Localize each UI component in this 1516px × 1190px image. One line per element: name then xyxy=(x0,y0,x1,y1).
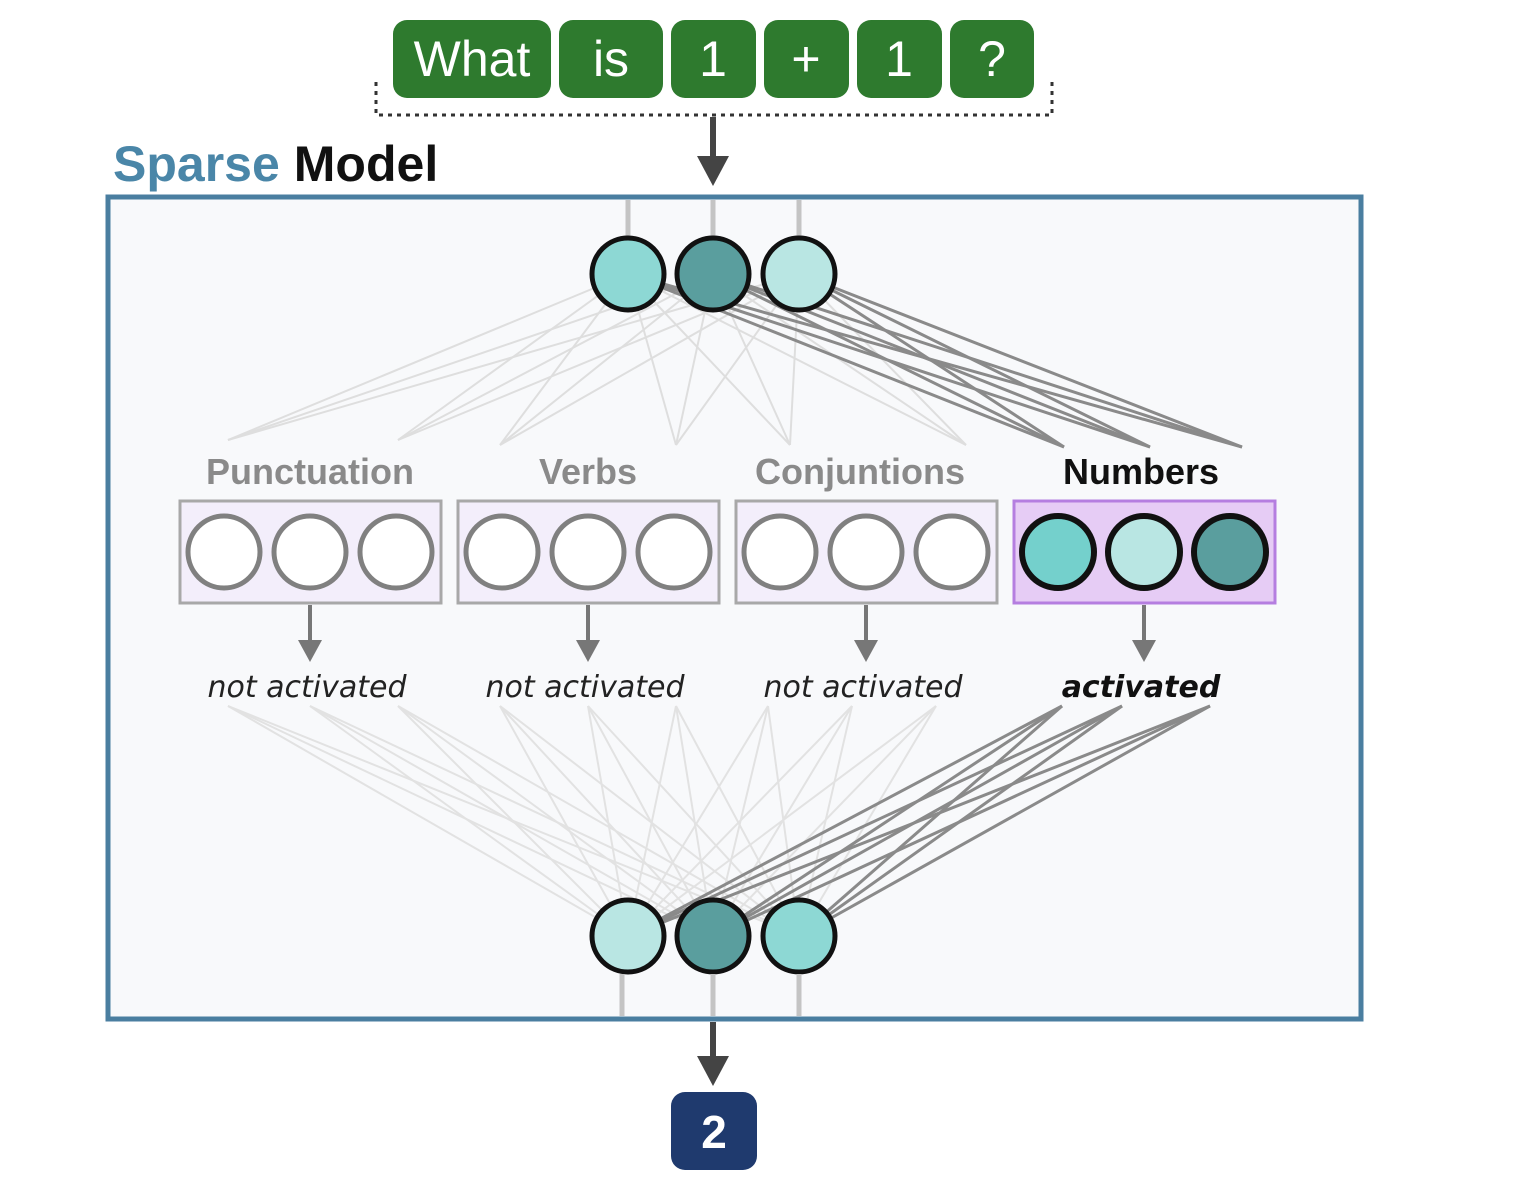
connection-line xyxy=(627,704,1063,938)
group-label: Numbers xyxy=(1063,451,1219,492)
inactive-neuron xyxy=(635,513,713,591)
connection-line xyxy=(627,273,791,446)
input-bracket xyxy=(374,82,1054,117)
input-token: is xyxy=(593,31,629,87)
input-arrow-head xyxy=(697,156,729,186)
inactive-neuron xyxy=(463,513,541,591)
connection-line xyxy=(627,704,1211,938)
connection-line xyxy=(397,273,714,441)
output-layer-neurons xyxy=(589,897,838,975)
input-neuron xyxy=(674,235,752,313)
input-layer-neurons xyxy=(589,235,838,313)
connection-line xyxy=(397,273,629,441)
connection-line xyxy=(798,704,1211,938)
bottom-connection-lines xyxy=(227,704,1211,938)
output-neuron xyxy=(760,897,838,975)
output-value: 2 xyxy=(701,1106,727,1158)
input-token-box xyxy=(857,20,942,98)
model-title-sparse: Sparse xyxy=(113,136,280,192)
connection-line xyxy=(499,705,629,937)
group-arrow-head xyxy=(576,640,600,662)
connection-line xyxy=(587,705,629,937)
input-neuron xyxy=(760,235,838,313)
connection-line xyxy=(309,705,629,937)
group-status: not activated xyxy=(485,670,685,705)
group-status: not activated xyxy=(207,670,407,705)
input-token: + xyxy=(791,31,820,87)
group-label: Punctuation xyxy=(206,451,414,492)
input-token: 1 xyxy=(885,31,913,87)
input-token-box xyxy=(559,20,663,98)
input-token: ? xyxy=(978,31,1006,87)
inactive-neuron xyxy=(741,513,819,591)
connection-line xyxy=(627,273,967,446)
connection-line xyxy=(397,705,629,937)
input-token: What xyxy=(414,31,531,87)
group-status: activated xyxy=(1062,670,1221,705)
inactive-neuron xyxy=(271,513,349,591)
connection-line xyxy=(397,705,800,937)
connection-line xyxy=(798,704,1063,938)
active-neuron xyxy=(1105,513,1183,591)
input-neuron xyxy=(589,235,667,313)
connection-line xyxy=(499,705,714,937)
connection-line xyxy=(712,704,1063,938)
connection-line xyxy=(499,273,800,446)
output-neuron xyxy=(674,897,752,975)
expert-group-verbs: Verbs not activated xyxy=(456,451,721,705)
model-title-model: Model xyxy=(294,136,438,192)
connection-line xyxy=(627,705,769,937)
active-neuron xyxy=(1019,513,1097,591)
connection-line xyxy=(227,705,629,937)
expert-group-numbers: Numbers activated xyxy=(1012,451,1277,705)
connection-line xyxy=(227,273,629,441)
group-arrow-head xyxy=(298,640,322,662)
input-token-row: What is 1 + 1 ? xyxy=(393,20,1034,98)
group-status: not activated xyxy=(763,670,963,705)
connection-line xyxy=(798,272,1243,449)
input-stubs xyxy=(625,200,802,236)
connection-line xyxy=(499,273,714,446)
input-token-box xyxy=(764,20,849,98)
input-token: 1 xyxy=(699,31,727,87)
connection-line xyxy=(627,705,853,937)
group-label: Conjuntions xyxy=(755,451,965,492)
connection-line xyxy=(627,705,677,937)
connection-line xyxy=(712,705,937,937)
group-label: Verbs xyxy=(539,451,637,492)
input-token-box xyxy=(950,20,1034,98)
group-arrow-head xyxy=(1132,640,1156,662)
output-arrow-head xyxy=(697,1056,729,1086)
expert-group-punctuation: Punctuation not activated xyxy=(178,451,443,705)
connection-line xyxy=(309,705,714,937)
input-token-box xyxy=(671,20,756,98)
output-box xyxy=(671,1092,757,1170)
active-neuron xyxy=(1191,513,1269,591)
input-token-box xyxy=(393,20,551,98)
inactive-neuron xyxy=(357,513,435,591)
connection-line xyxy=(587,705,714,937)
expert-group-conjuntions: Conjuntions not activated xyxy=(734,451,999,705)
inactive-neuron xyxy=(185,513,263,591)
inactive-neuron xyxy=(827,513,905,591)
output-stubs xyxy=(619,974,802,1016)
connection-line xyxy=(627,705,937,937)
group-arrow-head xyxy=(854,640,878,662)
model-box xyxy=(105,194,1364,1022)
inactive-neuron xyxy=(549,513,627,591)
connection-line xyxy=(397,705,714,937)
output-neuron xyxy=(589,897,667,975)
connection-line xyxy=(798,705,937,937)
inactive-neuron xyxy=(913,513,991,591)
